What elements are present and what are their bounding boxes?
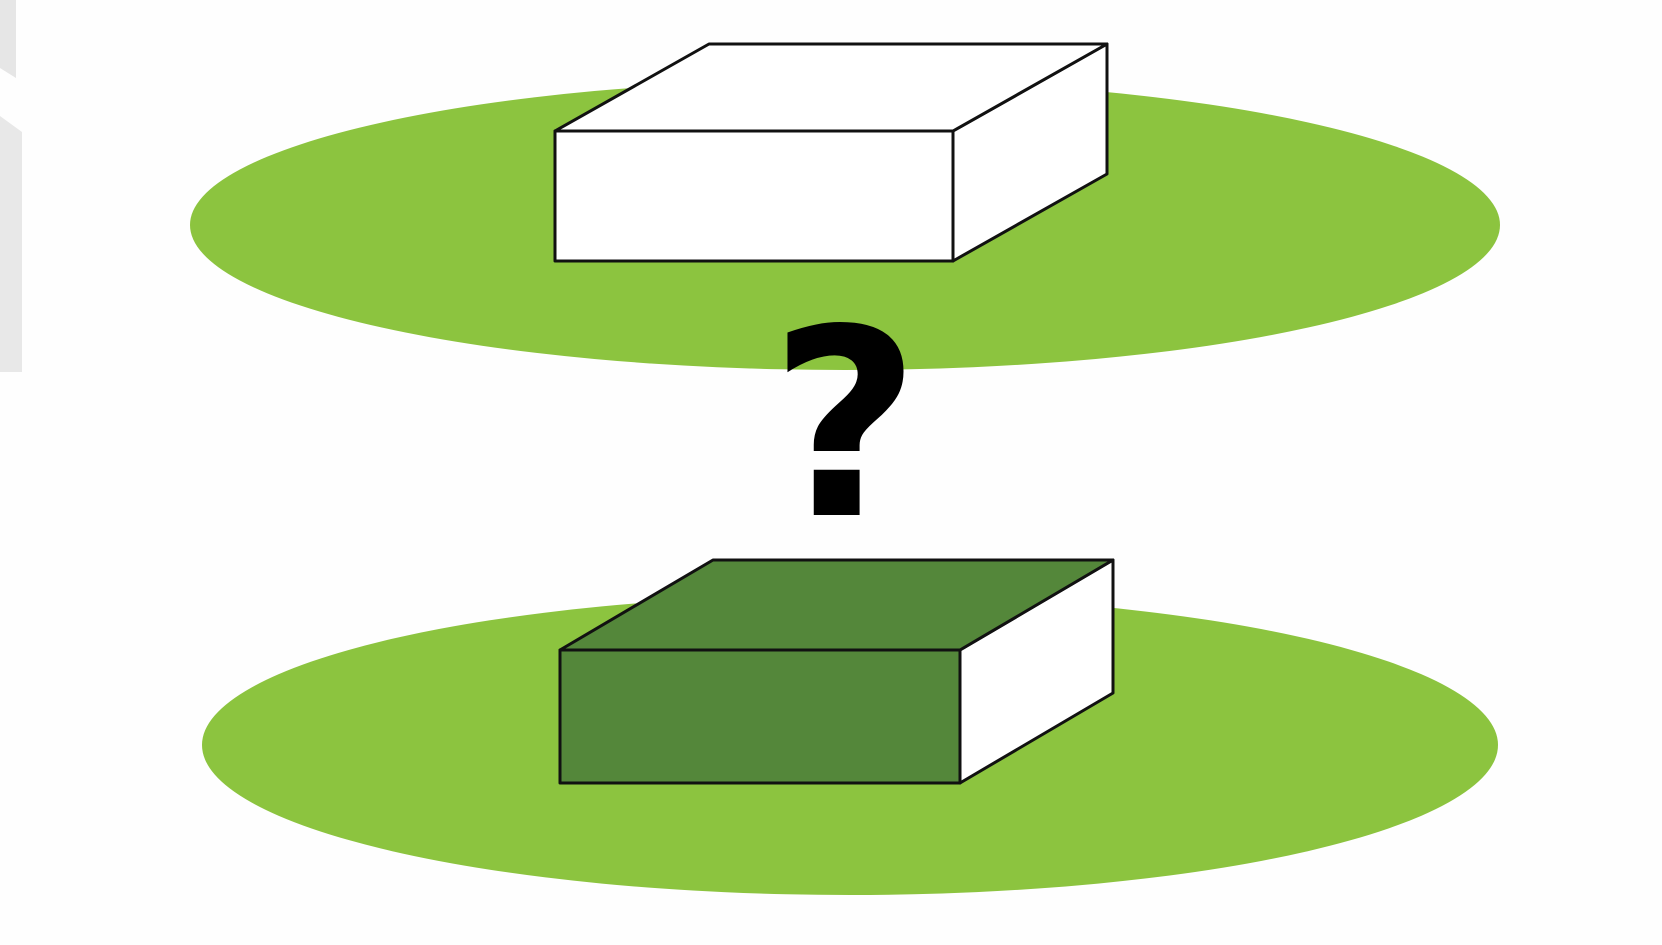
- question-mark-symbol: ?: [770, 275, 921, 577]
- edge-panel-top: [0, 0, 16, 78]
- edge-panel-bottom: [0, 116, 22, 372]
- top-box-front-face: [555, 131, 953, 261]
- bottom-box-front-face: [560, 650, 960, 783]
- bottom-scene: [202, 560, 1498, 895]
- left-edge-fragment: [0, 0, 22, 372]
